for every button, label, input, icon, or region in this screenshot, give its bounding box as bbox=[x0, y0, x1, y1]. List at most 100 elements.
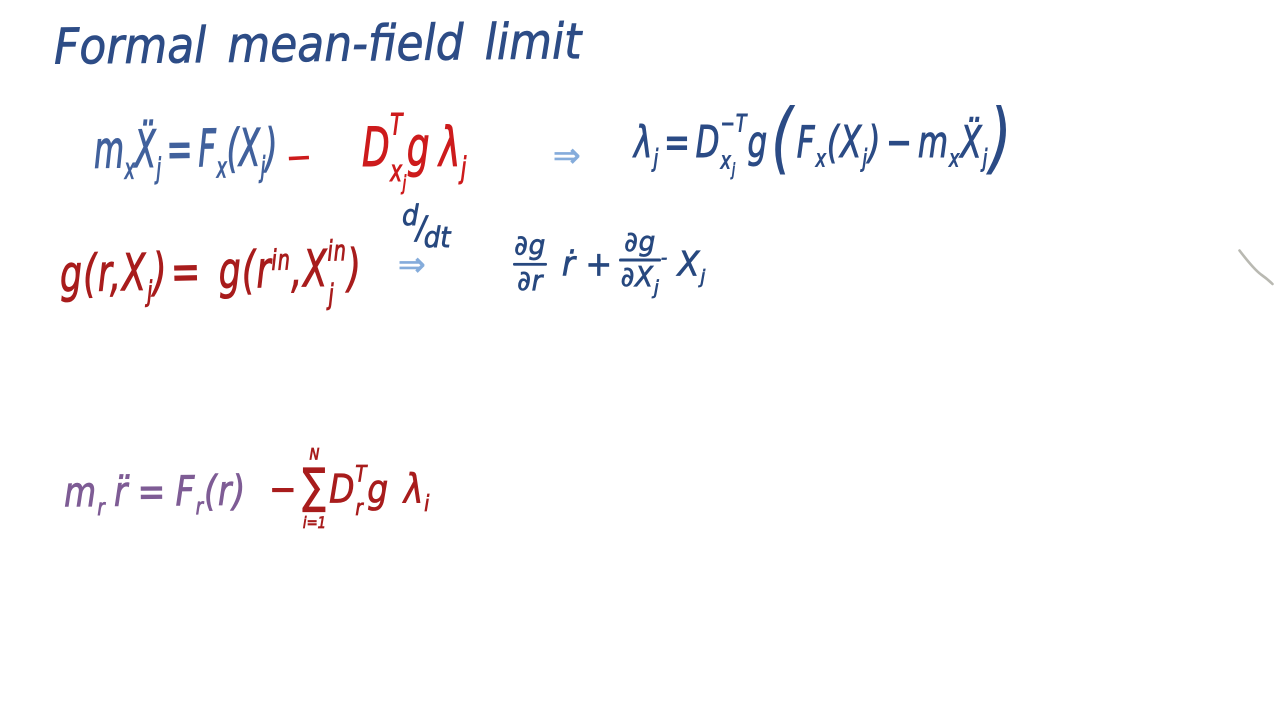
math-text: m bbox=[917, 117, 950, 169]
math-text: = bbox=[137, 466, 167, 516]
math-text: D bbox=[695, 117, 721, 169]
math-diagonal-fraction: d∕dt bbox=[402, 202, 451, 253]
math-text: λ bbox=[403, 465, 425, 512]
math-text: ) bbox=[264, 118, 279, 179]
math-text: ⇒ bbox=[553, 135, 581, 175]
math-subscript: x bbox=[949, 145, 961, 174]
stray-pen-stroke bbox=[1238, 249, 1274, 286]
math-subscript: xj bbox=[390, 153, 407, 196]
eq2-ddt-operator: d∕dt bbox=[402, 202, 451, 253]
math-superscript: T bbox=[390, 107, 403, 142]
math-subscript: j bbox=[328, 277, 336, 311]
math-text: r̈ bbox=[113, 467, 129, 517]
math-text: (r) bbox=[203, 466, 247, 516]
math-text: (X bbox=[226, 118, 261, 180]
math-text: F bbox=[197, 119, 217, 180]
math-text: F bbox=[175, 466, 196, 516]
math-sum-upper-limit: N bbox=[309, 446, 320, 465]
math-subscript: j bbox=[862, 145, 869, 174]
math-text: X bbox=[121, 244, 148, 304]
math-fraction-numerator: ∂g bbox=[514, 230, 547, 262]
math-summation: N∑i=1 bbox=[302, 446, 327, 533]
math-text: D bbox=[329, 465, 356, 512]
math-text: λ bbox=[439, 118, 461, 180]
eq1-lhs-newton-law: mxẌj=Fx(Xj) bbox=[93, 118, 278, 187]
math-fraction-slash: ∕ bbox=[416, 208, 426, 246]
math-superscript: −T bbox=[720, 109, 748, 139]
math-text: Ẍ bbox=[134, 120, 157, 181]
math-subscript: j bbox=[653, 145, 660, 174]
math-text: g bbox=[367, 465, 390, 512]
math-fraction-bar bbox=[619, 258, 661, 262]
math-fraction-numerator: ∂g bbox=[624, 226, 657, 259]
math-subscript: r bbox=[97, 495, 106, 522]
math-subscript: x bbox=[815, 145, 827, 174]
math-subscript: i bbox=[424, 491, 431, 518]
math-text: g bbox=[747, 117, 769, 169]
math-text: Ẍ bbox=[960, 117, 983, 169]
math-superscript: in bbox=[327, 233, 348, 268]
math-text: X bbox=[302, 240, 329, 300]
math-text: F bbox=[796, 117, 816, 169]
math-text: − bbox=[284, 137, 314, 179]
math-text: g bbox=[406, 118, 431, 180]
math-fraction-bar bbox=[513, 262, 548, 266]
math-subsubscript: j bbox=[402, 172, 407, 196]
math-big-paren: ( bbox=[771, 92, 794, 183]
math-text: g(r bbox=[218, 242, 273, 302]
math-subscript: xj bbox=[720, 147, 737, 181]
math-text: m bbox=[93, 120, 125, 182]
math-subscript: x bbox=[124, 153, 136, 187]
eq1-implies-arrow: ⇒ bbox=[553, 135, 581, 175]
math-fraction-numerator: d bbox=[402, 199, 419, 233]
math-text: − bbox=[886, 117, 914, 169]
math-text: g(r bbox=[59, 245, 111, 305]
math-big-paren: ) bbox=[990, 92, 1013, 183]
math-text: (X bbox=[826, 117, 863, 169]
math-subscript: r bbox=[195, 494, 205, 521]
math-sigma-symbol: ∑ bbox=[302, 459, 327, 516]
math-text: ⇒ bbox=[398, 244, 426, 284]
math-text: X bbox=[677, 243, 701, 284]
math-fraction: ∂g∂Xj bbox=[619, 226, 661, 300]
math-fraction-denominator: dt bbox=[423, 221, 451, 255]
math-text: = bbox=[663, 117, 692, 169]
math-subscript: j bbox=[982, 145, 989, 174]
math-text: = bbox=[170, 243, 202, 303]
math-subsubscript: j bbox=[653, 277, 660, 300]
math-text: − bbox=[269, 465, 298, 512]
math-subscript: x bbox=[216, 152, 228, 186]
math-text: = bbox=[166, 119, 194, 181]
math-subsubscript: j bbox=[731, 160, 737, 181]
math-fraction-denominator: ∂Xj bbox=[620, 261, 660, 300]
math-text: ) bbox=[152, 244, 169, 303]
math-superscript: in bbox=[271, 243, 292, 278]
math-text: + bbox=[585, 243, 613, 284]
math-fraction: ∂g∂r bbox=[513, 230, 548, 297]
math-supsub-stack: −T xj bbox=[720, 109, 748, 181]
math-sum-lower-limit: i=1 bbox=[302, 514, 327, 533]
math-text: ṙ bbox=[561, 243, 576, 284]
math-text: λ bbox=[634, 117, 654, 169]
math-subscript: j bbox=[460, 150, 467, 186]
math-superscript: T bbox=[355, 461, 368, 488]
math-subscript: j bbox=[156, 153, 162, 187]
math-text: ) bbox=[346, 240, 363, 299]
math-fraction-denominator: ∂r bbox=[517, 265, 544, 297]
math-subscript: r bbox=[355, 495, 364, 521]
math-text: D bbox=[362, 118, 391, 180]
eq1-minus-sign: − bbox=[285, 137, 314, 179]
math-text: ) bbox=[868, 117, 882, 169]
math-superscript: - bbox=[660, 248, 669, 270]
math-subscript: j bbox=[700, 267, 707, 289]
